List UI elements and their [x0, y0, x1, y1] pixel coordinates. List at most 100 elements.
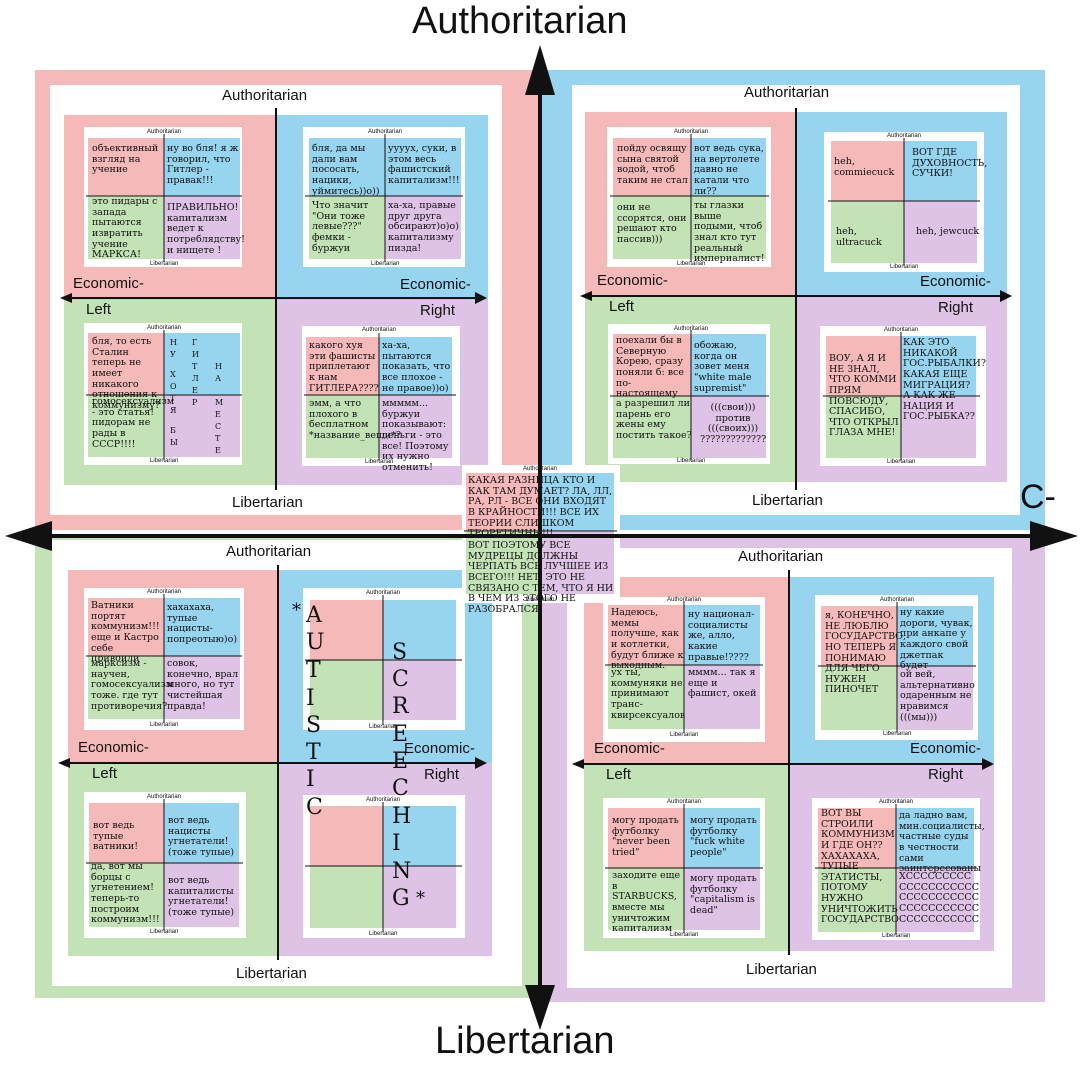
mini-label-lib: Libertarian [526, 597, 555, 603]
mini-label-auth: Authoritarian [147, 589, 182, 595]
q2-label-left: Left [609, 298, 635, 315]
mini-label-lib: Libertarian [677, 261, 706, 267]
q1-label-lib: Libertarian [232, 494, 303, 511]
q3-label-econ-left: Economic- [78, 739, 149, 756]
mini-label-auth: Authoritarian [674, 326, 709, 332]
mini-label-lib: Libertarian [150, 722, 179, 728]
q1-ar-text-b: уууух, суки, в этом весь фашистский капи… [388, 143, 460, 186]
q1-ll-text-a: бля, то есть Сталин теперь не имеет ника… [92, 336, 160, 411]
q3-ll-text-d: вот ведь капиталисты угнетатели! (тоже т… [168, 875, 235, 918]
q4-aa-text-b: ну национал-социалисты же, алло, какие п… [688, 609, 755, 663]
q3-ll-text-a: вот ведь тупые ватники! [93, 820, 139, 853]
q2-ar-text-d: heh, jewcuck [916, 226, 980, 237]
q4-lr-text-a: ВОТ ВЫ СТРОИЛИ КОММУНИЗМ И ГДЕ ОН?? ХАХА… [821, 808, 899, 926]
mini-label-lib: Libertarian [887, 459, 916, 465]
mini-label-auth: Authoritarian [362, 327, 397, 333]
mini-label-lib: Libertarian [670, 932, 699, 938]
q3-aa-text-d: совок, конечно, врал много, но тут чисте… [167, 658, 239, 712]
autistic-star-1: * [292, 600, 301, 621]
mini-label-auth: Authoritarian [887, 133, 922, 139]
q4-label-econ-right: Economic- [910, 740, 981, 757]
q3-label-right: Right [424, 766, 460, 783]
q4-label-lib: Libertarian [746, 961, 817, 978]
mini-label-auth: Authoritarian [368, 129, 403, 135]
q1-aa-text-c: это пидары с запада пытаются извратить у… [92, 196, 158, 261]
q1-label-econ-left: Economic- [73, 275, 144, 292]
q2-lr-text-b: КАК ЭТО НИКАКОЙ ГОС.РЫБАЛКИ? КАКАЯ ЕЩЕ М… [903, 337, 986, 423]
q4-aa-text-a: Надеюсь, мемы получше, как и котлетки, б… [611, 607, 684, 672]
q2-lr-text-a: ВОУ, А Я И НЕ ЗНАЛ, ЧТО КОММИ ПРЯМ ПОВСЮ… [829, 353, 899, 439]
outer-bottom-label: Libertarian [435, 1020, 615, 1062]
outer-top-label: Authoritarian [412, 0, 628, 42]
q4-ll-text-d: могу продать футболку "capitalism is dea… [690, 873, 757, 916]
q4-ll-text-b: могу продать футболку "fuck white people… [690, 815, 757, 858]
q2-label-econ-left: Economic- [597, 272, 668, 289]
mini-label-lib: Libertarian [371, 261, 400, 267]
q2-aa-text-b: вот ведь сука, на вертолете давно не кат… [694, 143, 764, 197]
mini-label-auth: Authoritarian [147, 129, 182, 135]
q4-lr-text-c: ХССССССССС ССССССССССС ССССССССССС ССССС… [899, 871, 979, 925]
q3-label-left: Left [92, 765, 118, 782]
outer-right-fragment: C- [1020, 478, 1056, 516]
mini-label-lib: Libertarian [882, 933, 911, 939]
mini-label-lib: Libertarian [150, 261, 179, 267]
mini-label-lib: Libertarian [890, 264, 919, 270]
q3-label-auth: Authoritarian [226, 543, 312, 560]
q2-aa-text-d: ты глазки выше подыми, чтоб знал кто тут… [694, 200, 765, 265]
q3-aa-text-a: Ватники портят коммунизм!!! еще и Кастро… [91, 600, 160, 665]
q3-ll-text-b: вот ведь нацисты угнетатели! (тоже тупые… [168, 815, 235, 858]
q1-lr-text-a: какого хуя эти фашисты приплетают к нам … [309, 340, 379, 394]
mini-label-auth: Authoritarian [879, 799, 914, 805]
q1-ar-text-c: Что значит "Они тоже левые???" фемки - б… [312, 200, 369, 254]
mini-label-lib: Libertarian [670, 732, 699, 738]
q2-label-right: Right [938, 299, 974, 316]
q2-ll-text-c: а разрешил ли парень его жены ему постит… [616, 398, 692, 441]
mini-label-lib: Libertarian [677, 458, 706, 464]
q1-lr-text-c: эмм, а что плохого в бесплатном *названи… [309, 398, 401, 441]
q4-label-left: Left [606, 766, 632, 783]
mini-label-lib: Libertarian [150, 458, 179, 464]
q4-ll-text-a: могу продать футболку "never been tried" [612, 815, 679, 858]
q3-label-econ-right: Economic- [404, 740, 475, 757]
q3-ll-text-c: да, вот мы борцы с угнетением! теперь-то… [91, 861, 160, 926]
q4-label-auth: Authoritarian [738, 548, 824, 565]
mini-label-auth: Authoritarian [523, 466, 558, 472]
q3-label-lib: Libertarian [236, 965, 307, 982]
q4-ar-text-a: я, КОНЕЧНО, НЕ ЛЮБЛЮ ГОСУДАРСТВО, НО ТЕП… [825, 610, 906, 696]
q2-aa-text-c: они не ссорятся, они решают кто пассив))… [617, 202, 687, 245]
q1-ll-text-c: гомосексуализм - это статья! пидорам не … [92, 396, 175, 450]
q1-label-right: Right [420, 302, 456, 319]
q4-ar-text-b: ну какие дороги, чувак, при анкапе у каж… [900, 607, 973, 672]
mini-label-auth: Authoritarian [667, 597, 702, 603]
q4-aa-text-c: ух ты, коммуняки не принимают транс-квир… [611, 667, 686, 721]
mini-label-auth: Authoritarian [366, 797, 401, 803]
q2-label-lib: Libertarian [752, 492, 823, 509]
mini-label-auth: Authoritarian [884, 327, 919, 333]
mini-label-auth: Authoritarian [147, 325, 182, 331]
q1-label-left: Left [86, 301, 112, 318]
q4-aa-text-d: мммм... так я еще и фашист, окей [688, 667, 757, 700]
mini-label-auth: Authoritarian [147, 794, 182, 800]
q2-aa-text-a: пойду освящу сына святой водой, чтоб так… [617, 143, 688, 186]
q1-lr-text-d: ммммм... буржуи показывают: деньги - это… [382, 398, 449, 473]
q1-ar-text-a: бля, да мы дали вам пососать, нацики, уй… [312, 143, 380, 197]
mini-label-auth: Authoritarian [667, 799, 702, 805]
mini-label-auth: Authoritarian [880, 597, 915, 603]
q1-label-econ-right: Economic- [400, 276, 471, 293]
q1-ar-text-d: ха-ха, правые друг друга обсирают)о)о) к… [388, 200, 459, 254]
mini-label-auth: Authoritarian [366, 590, 401, 596]
q2-ll-text-d: (((свои))) против (((своих))) ??????????… [700, 402, 767, 445]
q4-label-econ-left: Economic- [594, 740, 665, 757]
q4-ar-text-c: ой вей, альтернативно одаренным не нрави… [900, 669, 975, 723]
center-text-bottom: ВОТ ПОЭТОМУ ВСЕ МУДРЕЦЫ ДОЛЖНЫ ЧЕРПАТЬ В… [468, 540, 614, 615]
q1-aa-text-b: ну во бля! я ж говорил, что Гитлер - пра… [167, 143, 239, 186]
autistic-star-2: * [416, 888, 425, 909]
q2-ll-text-a: поехали бы в Северную Корею, сразу понял… [616, 335, 684, 400]
q4-lr-text-b: да ладно вам, мин.социалисты, частные су… [899, 810, 985, 875]
q2-ar-text-b: ВОТ ГДЕ ДУХОВНОСТЬ, СУЧКИ! [912, 147, 988, 180]
center-text-top: КАКАЯ РАЗНИЦА КТО И КАК ТАМ ДУМАЕТ? ЛА, … [468, 475, 613, 540]
q1-aa-text-a: объективный взгляд на учение [92, 143, 159, 176]
q2-label-econ-right: Economic- [920, 273, 991, 290]
q1-lr-text-b: ха-ха, пытаются показать, что все плохое… [382, 340, 451, 394]
